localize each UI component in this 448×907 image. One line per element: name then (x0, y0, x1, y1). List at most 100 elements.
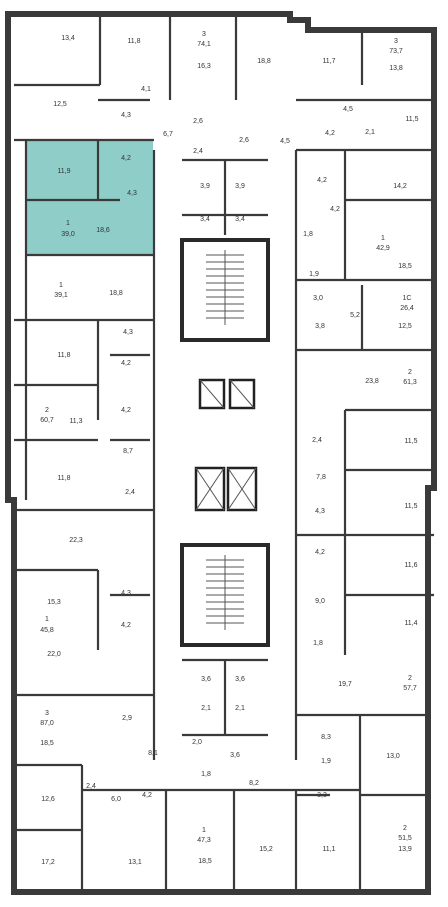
room-area: 13,9 (398, 846, 412, 853)
room-area: 2,1 (201, 705, 211, 712)
room-area: 8,2 (249, 780, 259, 787)
unit-rooms: 3 (394, 38, 398, 45)
room-area: 18,8 (257, 58, 271, 65)
room-area: 7,8 (316, 474, 326, 481)
room-area: 13,1 (128, 859, 142, 866)
left-wing-walls (14, 14, 238, 892)
room-area: 1,8 (313, 640, 323, 647)
room-area: 5,2 (350, 312, 360, 319)
unit-rooms: 2 (403, 825, 407, 832)
room-area: 1,8 (303, 231, 313, 238)
unit-rooms: 1 (45, 616, 49, 623)
room-area: 1,8 (201, 771, 211, 778)
room-area: 2,4 (193, 148, 203, 155)
room-area: 11,7 (322, 58, 335, 65)
unit-total: 73,7 (389, 48, 403, 55)
room-area: 4,2 (325, 130, 335, 137)
room-area: 8,1 (148, 750, 158, 757)
room-area: 11,4 (404, 620, 417, 627)
unit-total: 26,4 (400, 305, 414, 312)
unit-rooms: 1 (202, 827, 206, 834)
room-area: 6,7 (163, 131, 173, 138)
room-area: 4,2 (121, 155, 131, 162)
stair-core-bottom (180, 543, 270, 647)
unit-rooms: 2 (408, 369, 412, 376)
room-area: 2,6 (193, 118, 203, 125)
unit-labels: 3 74,1 3 73,7 1 39,0 1 42,9 1 39,1 1С 26… (40, 31, 417, 844)
room-area: 2,4 (86, 783, 96, 790)
room-area: 4,5 (343, 106, 353, 113)
unit-rooms: 3 (202, 31, 206, 38)
room-area: 15,3 (47, 599, 61, 606)
room-area: 4,2 (121, 407, 131, 414)
unit-rooms: 1 (59, 282, 63, 289)
unit-rooms: 1 (66, 220, 70, 227)
room-area: 3,8 (315, 323, 325, 330)
room-area: 18,5 (198, 858, 212, 865)
room-area: 18,5 (40, 740, 54, 747)
room-area: 9,0 (315, 598, 325, 605)
unit-rooms: 2 (45, 407, 49, 414)
stair-core-top (180, 238, 270, 342)
right-wing-walls (296, 30, 434, 892)
room-area: 4,3 (121, 590, 131, 597)
room-area: 11,9 (57, 168, 70, 175)
room-area: 11,5 (404, 503, 417, 510)
room-area: 3,4 (200, 216, 210, 223)
shaft-cross (229, 379, 255, 409)
room-area: 11,8 (57, 352, 70, 359)
shaft-cross (227, 467, 257, 511)
room-area: 3,4 (235, 216, 245, 223)
selected-apartment[interactable] (26, 140, 153, 255)
room-area: 2,4 (125, 489, 135, 496)
room-area: 13,4 (61, 35, 75, 42)
room-area: 3,6 (201, 676, 211, 683)
stair-treads-bottom (206, 555, 244, 630)
room-area: 4,3 (123, 329, 133, 336)
unit-total: 47,3 (197, 837, 211, 844)
unit-rooms: 3 (45, 710, 49, 717)
room-area: 2,4 (312, 437, 322, 444)
unit-total: 74,1 (197, 41, 211, 48)
room-area: 1,9 (309, 271, 319, 278)
room-area: 13,0 (386, 753, 400, 760)
room-area: 18,5 (398, 263, 412, 270)
room-area: 8,3 (321, 734, 331, 741)
room-area: 22,3 (69, 537, 83, 544)
room-area: 4,2 (121, 360, 131, 367)
shaft-cross (199, 379, 225, 409)
room-area: 3,3 (317, 792, 327, 799)
room-area: 11,5 (404, 438, 417, 445)
room-area: 23,8 (365, 378, 379, 385)
unit-total: 51,5 (398, 835, 412, 842)
room-area: 19,7 (338, 681, 352, 688)
room-area: 3,6 (235, 676, 245, 683)
room-area: 4,2 (142, 792, 152, 799)
room-area: 13,8 (389, 65, 403, 72)
unit-total: 61,3 (403, 379, 417, 386)
unit-total: 60,7 (40, 417, 54, 424)
room-area: 2,9 (122, 715, 132, 722)
room-area: 4,3 (121, 112, 131, 119)
room-area: 2,0 (192, 739, 202, 746)
room-area: 3,6 (230, 752, 240, 759)
room-area: 4,2 (317, 177, 327, 184)
shaft-cross (195, 467, 225, 511)
room-area: 16,3 (197, 63, 211, 70)
room-area: 18,8 (109, 290, 123, 297)
unit-total: 57,7 (403, 685, 417, 692)
room-area: 1,9 (321, 758, 331, 765)
room-area: 4,2 (121, 622, 131, 629)
room-area: 11,8 (57, 475, 70, 482)
room-areas: 13,4 11,8 16,3 18,8 11,7 13,8 12,5 4,1 4… (40, 35, 418, 866)
room-area: 3,9 (200, 183, 210, 190)
room-area: 4,3 (127, 190, 137, 197)
room-area: 3,9 (235, 183, 245, 190)
room-area: 11,3 (69, 418, 82, 425)
room-area: 2,1 (235, 705, 245, 712)
unit-total: 87,0 (40, 720, 54, 727)
room-area: 2,6 (239, 137, 249, 144)
room-area: 2,1 (365, 129, 375, 136)
room-area: 4,2 (315, 549, 325, 556)
